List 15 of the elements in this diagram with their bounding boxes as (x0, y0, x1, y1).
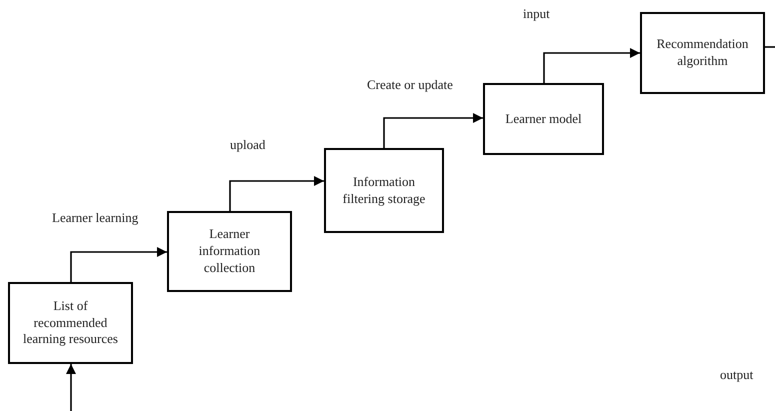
arrow (229, 176, 324, 211)
edge-label: Learner learning (52, 210, 138, 226)
arrow (66, 364, 76, 411)
process-box: Recommendation algorithm (640, 12, 765, 94)
note-text: output (720, 367, 754, 383)
edge-label: Create or update (367, 77, 453, 93)
process-box: Information filtering storage (324, 148, 444, 233)
arrow (70, 247, 167, 282)
edge-label: upload (230, 137, 266, 153)
process-box: Learner model (483, 83, 604, 155)
process-box: List of recommended learning resources (8, 282, 133, 364)
arrow (383, 113, 483, 148)
process-box: Learner information collection (167, 211, 292, 292)
arrow (543, 48, 640, 83)
edge-label: input (523, 6, 550, 22)
